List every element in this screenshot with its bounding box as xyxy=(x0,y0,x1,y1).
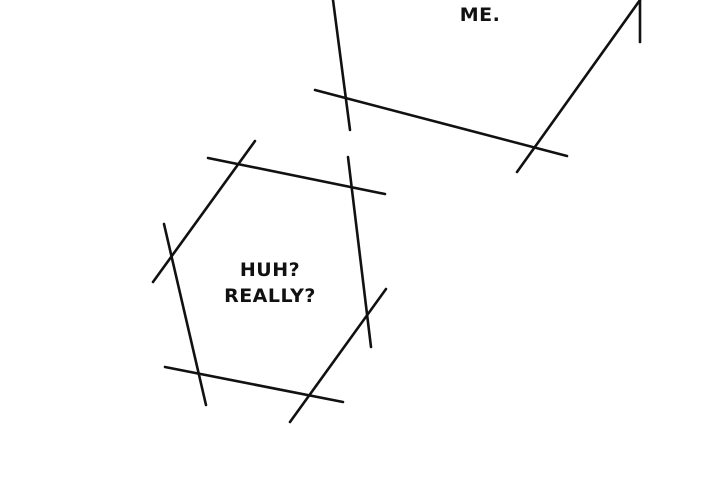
top-speech-line: ME. xyxy=(459,4,501,26)
middle-bubble-left-edge xyxy=(162,222,208,407)
middle-bubble-bottom-right-edge xyxy=(288,287,388,424)
middle-bubble-frame xyxy=(151,139,388,424)
top-bubble-right-edge xyxy=(515,0,642,174)
middle-speech-line-1: HUH? xyxy=(239,259,301,281)
middle-speech-text: HUH? REALLY? xyxy=(205,257,335,309)
top-bubble-bottom-edge xyxy=(313,88,569,158)
middle-bubble-right-edge xyxy=(346,155,373,349)
top-bubble-frame xyxy=(313,0,642,174)
top-speech-text: ... ME. xyxy=(360,0,600,28)
middle-bubble-bottom-edge xyxy=(163,365,345,404)
middle-bubble-top-edge xyxy=(206,156,387,196)
top-bubble-left-edge xyxy=(331,0,352,132)
top-speech-cut-line: ... xyxy=(360,0,600,4)
middle-speech-line-2: REALLY? xyxy=(224,285,316,307)
middle-bubble-top-left-edge xyxy=(151,139,257,284)
